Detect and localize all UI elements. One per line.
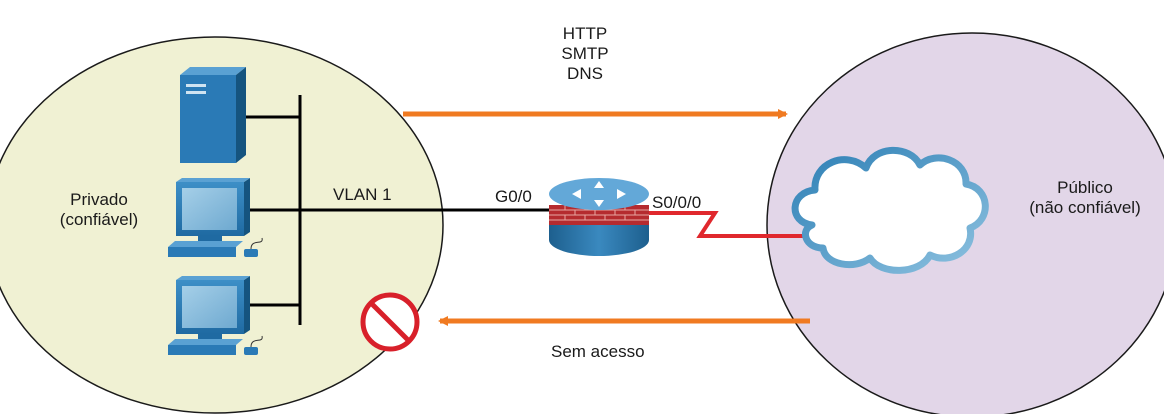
protocol-label: SMTP <box>561 44 609 63</box>
private-zone-label: Privado (confiável) <box>40 190 158 230</box>
protocol-label: HTTP <box>562 24 608 43</box>
public-zone-label: Público (não confiável) <box>1005 178 1164 218</box>
private-zone-title: Privado <box>70 190 128 209</box>
blocked-traffic-label: Sem acesso <box>551 342 645 361</box>
pc-icon <box>168 178 263 257</box>
server-icon <box>180 67 246 163</box>
private-zone-subtitle: (confiável) <box>59 210 139 229</box>
protocol-list: HTTP SMTP DNS <box>540 24 630 84</box>
serial-link <box>648 211 803 238</box>
cloud-icon <box>791 146 989 274</box>
public-zone-title: Público <box>1057 178 1113 197</box>
protocol-label: DNS <box>567 64 603 83</box>
public-zone-subtitle: (não confiável) <box>1029 198 1141 217</box>
pc-icon <box>168 276 263 355</box>
interface-inside-label: G0/0 <box>495 187 532 206</box>
interface-outside-label: S0/0/0 <box>652 193 702 212</box>
no-access-icon <box>360 292 420 352</box>
vlan-label: VLAN 1 <box>333 185 392 204</box>
firewall-router-icon <box>549 178 649 256</box>
